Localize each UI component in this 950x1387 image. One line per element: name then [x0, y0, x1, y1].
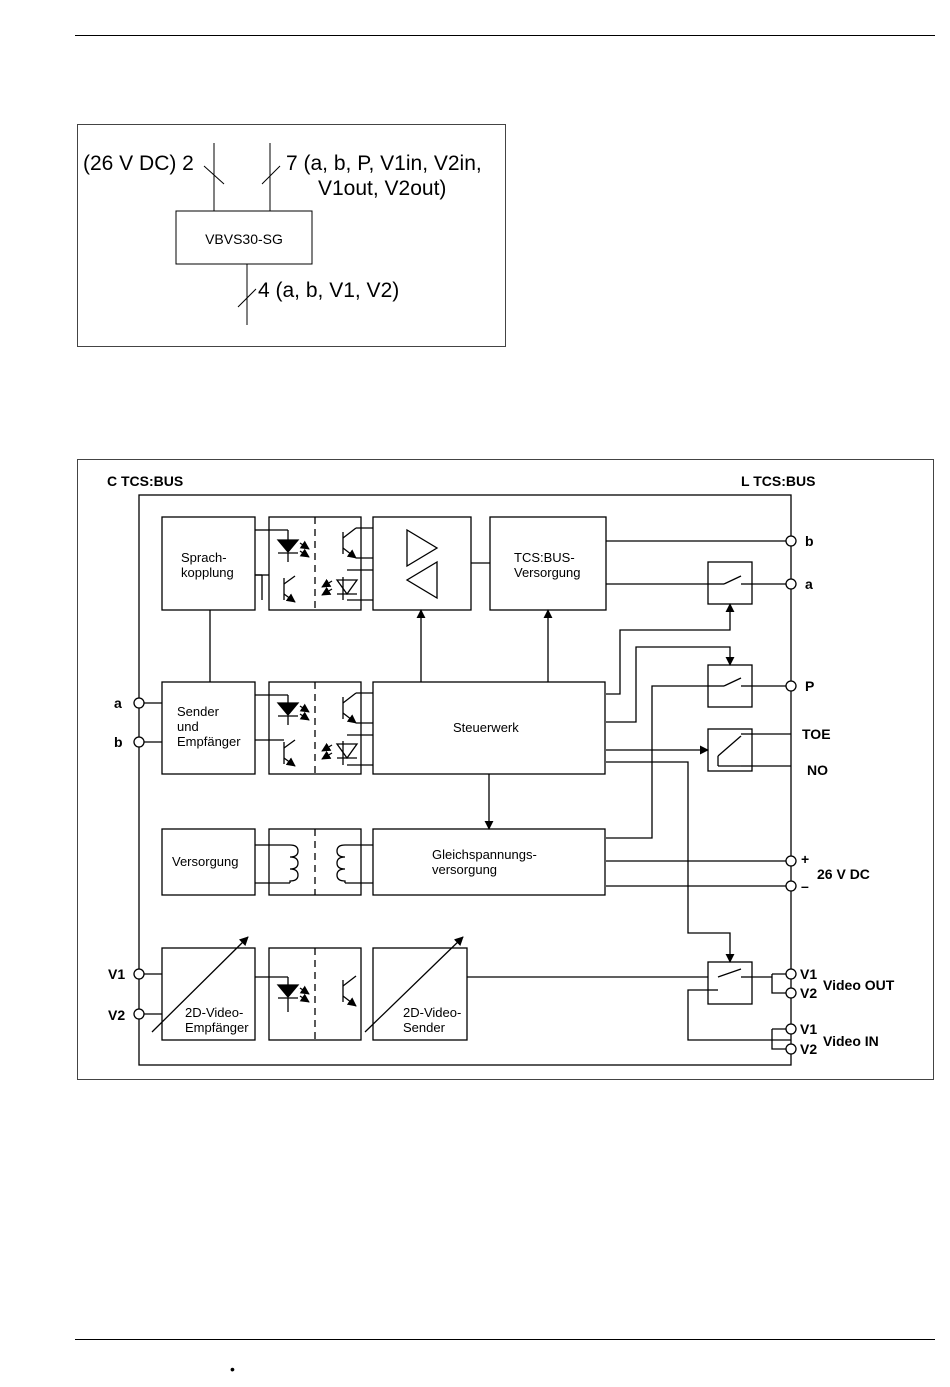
- footer-bullet: •: [230, 1361, 235, 1377]
- vidtx-label-2: Sender: [403, 1020, 446, 1035]
- lines-label-2: V1out, V2out): [318, 177, 446, 200]
- left-terminal-v2-label: V2: [108, 1007, 125, 1023]
- device-outline: [138, 494, 792, 1066]
- lines-label-1: 7 (a, b, P, V1in, V2in,: [286, 152, 482, 175]
- terminal-left-b: [133, 736, 145, 748]
- terminal-right-b: [785, 535, 797, 547]
- left-terminal-v1-label: V1: [108, 966, 125, 982]
- video-out-label: Video OUT: [823, 977, 895, 993]
- bottom-rule: [75, 1339, 935, 1340]
- gleich-label-1: Gleichspannungs-: [432, 847, 537, 862]
- switch-a: [707, 561, 753, 605]
- device-box: [175, 210, 313, 265]
- opto-coupler-2: [255, 692, 373, 767]
- opto-coupler-1: [255, 527, 373, 603]
- out-v1-label: V1: [800, 966, 817, 982]
- right-terminal-minus-label: –: [801, 878, 809, 894]
- left-bus-label: C TCS:BUS: [107, 473, 183, 489]
- right-terminal-a-label: a: [805, 576, 813, 592]
- sender-label-1: Sender: [177, 704, 220, 719]
- left-terminal-b-label: b: [114, 734, 123, 750]
- in-v2-label: V2: [800, 1041, 817, 1057]
- switch-toe: [707, 728, 753, 772]
- tcsbus-label-2: Versorgung: [514, 565, 581, 580]
- sprach-label-1: Sprach-: [181, 550, 227, 565]
- video-sender-block: [372, 947, 468, 1041]
- sender-empfaenger-block: [161, 681, 256, 775]
- steuerwerk-label: Steuerwerk: [453, 720, 519, 735]
- terminal-in-v1: [785, 1023, 797, 1035]
- terminal-right-p: [785, 680, 797, 692]
- vidrx-label-2: Empfänger: [185, 1020, 249, 1035]
- supply-label: (26 V DC) 2: [83, 152, 194, 175]
- right-terminal-toe-label: TOE: [802, 726, 831, 742]
- right-terminal-no-label: NO: [807, 762, 828, 778]
- terminal-left-v2: [133, 1008, 145, 1020]
- device-name: VBVS30-SG: [205, 231, 283, 247]
- right-terminal-b-label: b: [805, 533, 814, 549]
- right-terminal-p-label: P: [805, 678, 814, 694]
- opto-coupler-3: [255, 975, 357, 1012]
- left-terminal-a-label: a: [114, 695, 122, 711]
- overview-frame: [77, 124, 506, 347]
- right-terminal-plus-label: +: [801, 851, 809, 867]
- terminal-right-minus: [785, 880, 797, 892]
- video-empfaenger-block: [161, 947, 256, 1041]
- transformer-block: [268, 828, 362, 896]
- terminal-out-v1: [785, 968, 797, 980]
- sender-label-3: Empfänger: [177, 734, 241, 749]
- terminal-right-a: [785, 578, 797, 590]
- vidtx-label-1: 2D-Video-: [403, 1005, 461, 1020]
- terminal-right-plus: [785, 855, 797, 867]
- tcsbus-label-1: TCS:BUS-: [514, 550, 575, 565]
- terminal-left-a: [133, 697, 145, 709]
- amplifier-block: [372, 516, 472, 611]
- terminal-left-v1: [133, 968, 145, 980]
- gleich-label-2: versorgung: [432, 862, 497, 877]
- transformer-coils: [255, 844, 373, 884]
- vidrx-label-1: 2D-Video-: [185, 1005, 243, 1020]
- terminal-in-v2: [785, 1043, 797, 1055]
- switch-video: [707, 961, 753, 1005]
- sprach-label-2: kopplung: [181, 565, 234, 580]
- block-diagram-frame: [77, 459, 934, 1080]
- video-in-label: Video IN: [823, 1033, 879, 1049]
- out-v2-label: V2: [800, 985, 817, 1001]
- sprachkopplung-block: [161, 516, 256, 611]
- versorgung-label: Versorgung: [172, 854, 239, 869]
- terminal-out-v2: [785, 987, 797, 999]
- versorgung-block: [161, 828, 256, 896]
- in-v1-label: V1: [800, 1021, 817, 1037]
- sender-label-2: und: [177, 719, 199, 734]
- right-bus-label: L TCS:BUS: [741, 473, 815, 489]
- dc-label: 26 V DC: [817, 866, 870, 882]
- top-rule: [75, 35, 935, 36]
- bottom-label: 4 (a, b, V1, V2): [258, 279, 399, 302]
